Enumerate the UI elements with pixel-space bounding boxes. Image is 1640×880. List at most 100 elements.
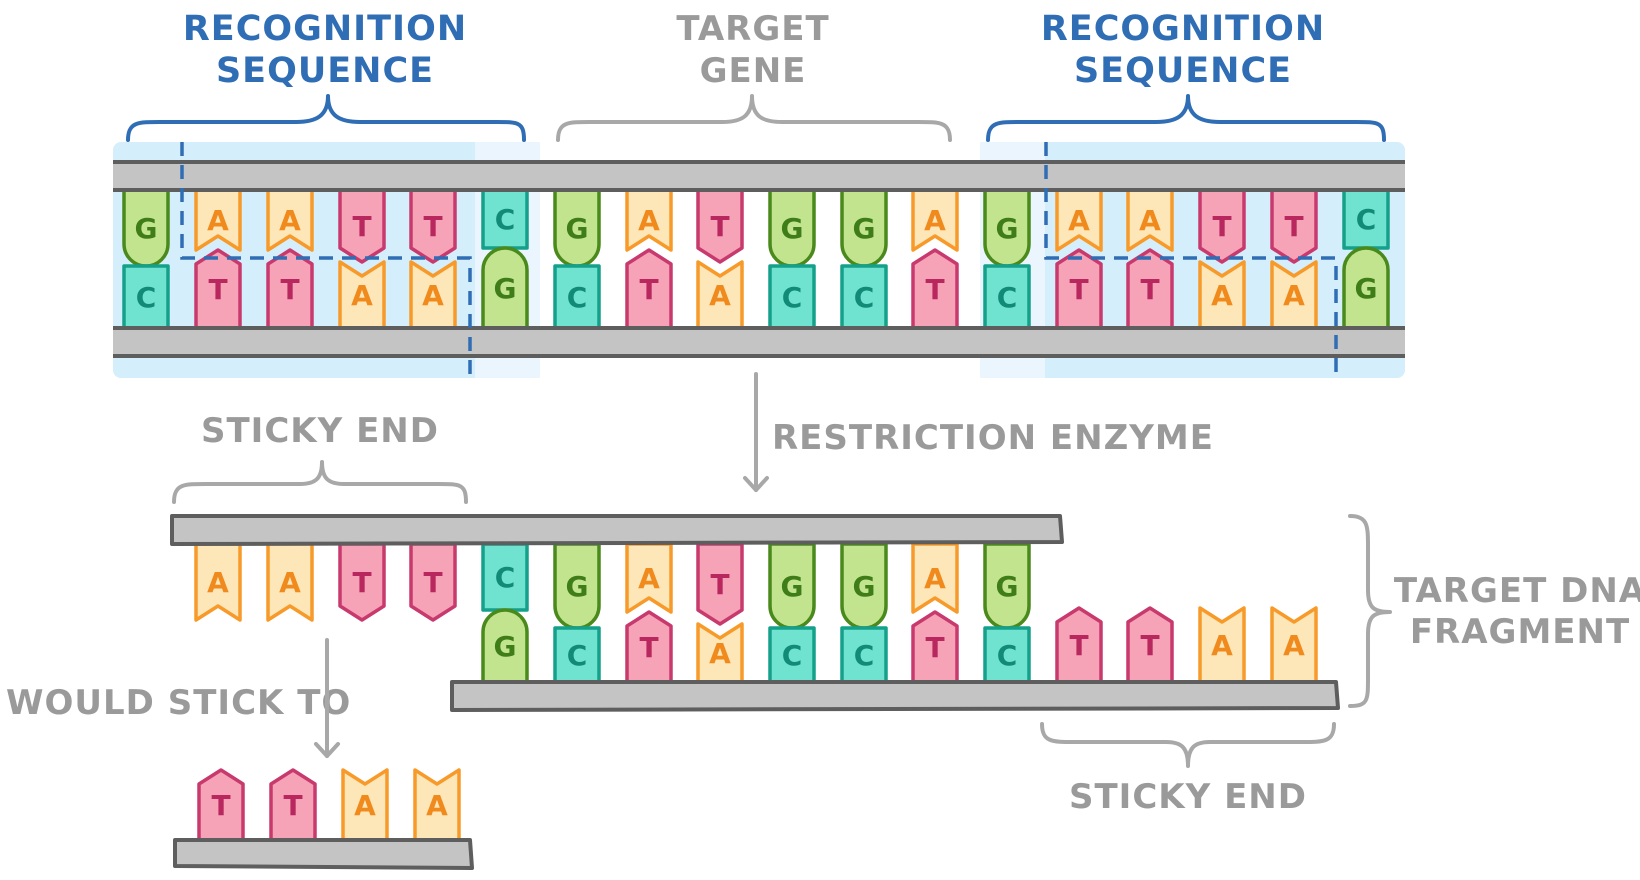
- fragment-top-base: G: [983, 542, 1031, 630]
- brace-target-fragment: [1348, 514, 1392, 708]
- base-letter: A: [1139, 204, 1161, 237]
- base-letter: T: [710, 568, 729, 601]
- base-letter: G: [781, 570, 804, 603]
- dna-top-base: A: [266, 188, 314, 252]
- fragment-bottom-base: T: [625, 610, 673, 684]
- fragment-top-base: G: [768, 542, 816, 630]
- restriction-enzyme-label: RESTRICTION ENZYME: [772, 418, 1214, 458]
- target-gene-line2: GENE: [700, 51, 807, 91]
- brace-recognition-right: [986, 94, 1386, 142]
- base-letter: T: [925, 631, 944, 664]
- base-letter: T: [1069, 629, 1088, 662]
- base-letter: G: [853, 570, 876, 603]
- target-fragment-line2: FRAGMENT: [1410, 612, 1630, 652]
- base-letter: T: [1069, 273, 1088, 306]
- dna-top-base: T: [1198, 188, 1246, 264]
- dna-top-base: G: [553, 188, 601, 268]
- base-letter: A: [1283, 629, 1305, 662]
- fragment-top-base: G: [840, 542, 888, 630]
- base-letter: A: [638, 204, 660, 237]
- would-stick-to-label: WOULD STICK TO: [6, 683, 351, 723]
- brace-recognition-left: [126, 94, 526, 142]
- dna-top-base: T: [338, 188, 386, 264]
- target-fragment-line1: TARGET DNA: [1394, 571, 1640, 611]
- complement-base: A: [413, 768, 461, 842]
- base-letter: G: [135, 212, 158, 245]
- target-gene-line1: TARGET: [676, 9, 829, 49]
- base-letter: T: [1140, 273, 1159, 306]
- base-letter: T: [280, 273, 299, 306]
- complement-base: T: [197, 768, 245, 842]
- base-letter: C: [854, 639, 875, 672]
- dna-bottom-base: C: [553, 264, 601, 330]
- base-letter: T: [352, 566, 371, 599]
- base-letter: T: [639, 631, 658, 664]
- base-letter: A: [1211, 629, 1233, 662]
- dna-bottom-base: T: [625, 248, 673, 330]
- recognition-sequence-left-line2: SEQUENCE: [216, 51, 434, 91]
- dna-bottom-base: A: [696, 260, 744, 330]
- complement-base: A: [341, 768, 389, 842]
- base-letter: A: [207, 204, 229, 237]
- dna-top-base: A: [625, 188, 673, 252]
- fragment-top-base: C: [481, 542, 529, 612]
- base-letter: A: [924, 204, 946, 237]
- base-letter: G: [996, 212, 1019, 245]
- fragment-bottom-base: T: [1126, 606, 1174, 684]
- labels: RECOGNITION SEQUENCE TARGET GENE RECOGNI…: [6, 9, 1640, 817]
- base-letter: G: [494, 272, 517, 305]
- dna-bottom-base: T: [1055, 248, 1103, 330]
- fragment-bottom-base: C: [840, 626, 888, 684]
- arrows: [314, 372, 769, 758]
- dna-bottom-base: C: [122, 264, 170, 330]
- fragment-bottom-base: A: [696, 622, 744, 684]
- base-letter: G: [566, 212, 589, 245]
- base-letter: A: [1283, 279, 1305, 312]
- brace-sticky-end-bottom: [1040, 722, 1336, 768]
- cut-line-right: [1044, 142, 1338, 378]
- fragment-bottom-base: A: [1198, 606, 1246, 684]
- recognition-sequence-left-line1: RECOGNITION: [183, 9, 467, 49]
- fragment-bottom-base: C: [553, 626, 601, 684]
- backbone-fragment-top: [170, 514, 1064, 546]
- fragment-bottom-base: T: [911, 610, 959, 684]
- backbone-top: [113, 160, 1405, 192]
- brace-target-gene: [556, 94, 952, 142]
- dna-top-base: T: [696, 188, 744, 264]
- recognition-sequence-right-line1: RECOGNITION: [1041, 9, 1325, 49]
- fragment-top-base: G: [553, 542, 601, 630]
- base-letter: A: [1068, 204, 1090, 237]
- base-letter: A: [426, 789, 448, 822]
- dna-top-base: A: [911, 188, 959, 252]
- base-letter: T: [1284, 210, 1303, 243]
- dna-bottom-base: C: [840, 264, 888, 330]
- dna-bottom-base: T: [194, 248, 242, 330]
- fragment-bottom-base: A: [1270, 606, 1318, 684]
- dna-top-base: T: [1270, 188, 1318, 264]
- base-letter: G: [1355, 272, 1378, 305]
- brace-sticky-end-top: [172, 460, 468, 504]
- fragment-top-base: T: [409, 542, 457, 622]
- base-letter: T: [352, 210, 371, 243]
- base-letter: G: [996, 570, 1019, 603]
- fragment-top-base: A: [266, 542, 314, 622]
- base-letter: C: [495, 203, 516, 236]
- base-letter: A: [351, 279, 373, 312]
- base-letter: C: [495, 561, 516, 594]
- backbone-bottom: [113, 326, 1405, 358]
- base-letter: T: [423, 210, 442, 243]
- base-letter: A: [279, 204, 301, 237]
- base-letter: T: [283, 789, 302, 822]
- base-letter: A: [1211, 279, 1233, 312]
- dna-bottom-base: C: [768, 264, 816, 330]
- base-letter: G: [853, 212, 876, 245]
- fragment-top-base: A: [911, 542, 959, 614]
- base-letter: C: [567, 639, 588, 672]
- cut-line-left: [180, 142, 472, 378]
- base-letter: A: [422, 279, 444, 312]
- base-letter: T: [208, 273, 227, 306]
- would-stick-arrow: [314, 638, 340, 758]
- dna-top-base: A: [1126, 188, 1174, 252]
